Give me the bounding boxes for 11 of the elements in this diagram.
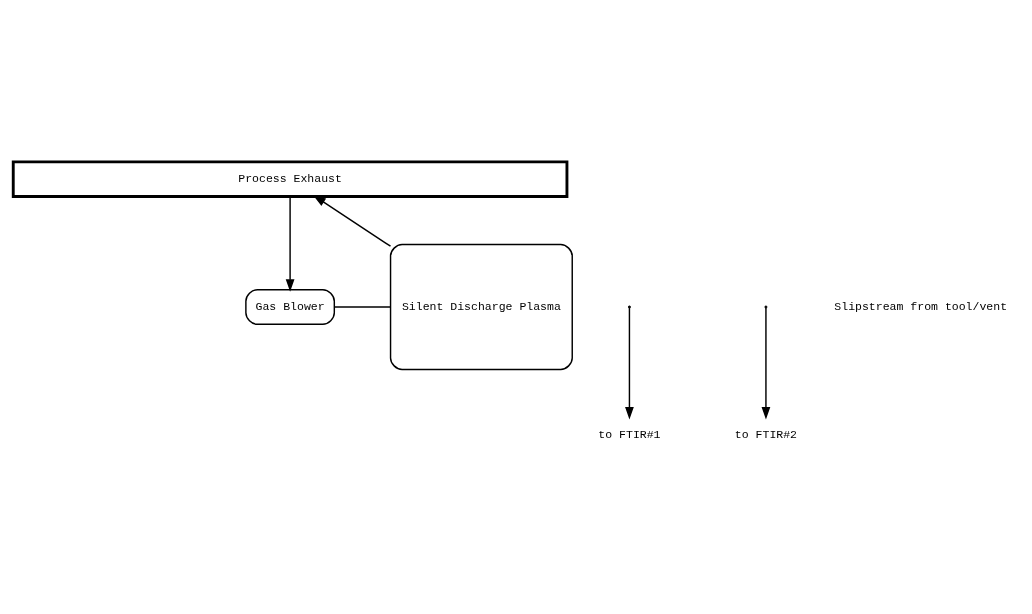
arrow [761, 307, 771, 420]
node-box: Process Exhaust [11, 160, 569, 198]
label: Slipstream from tool/vent [834, 299, 1008, 313]
node-text: to FTIR#1 [598, 427, 661, 441]
node-box: Gas Blower [245, 288, 336, 326]
arrow [313, 195, 392, 247]
node-text: to FTIR#2 [734, 427, 798, 441]
arrow [285, 195, 295, 292]
node-box: Silent Discharge Plasma [389, 243, 573, 371]
connector [333, 306, 392, 308]
arrow [625, 307, 634, 420]
